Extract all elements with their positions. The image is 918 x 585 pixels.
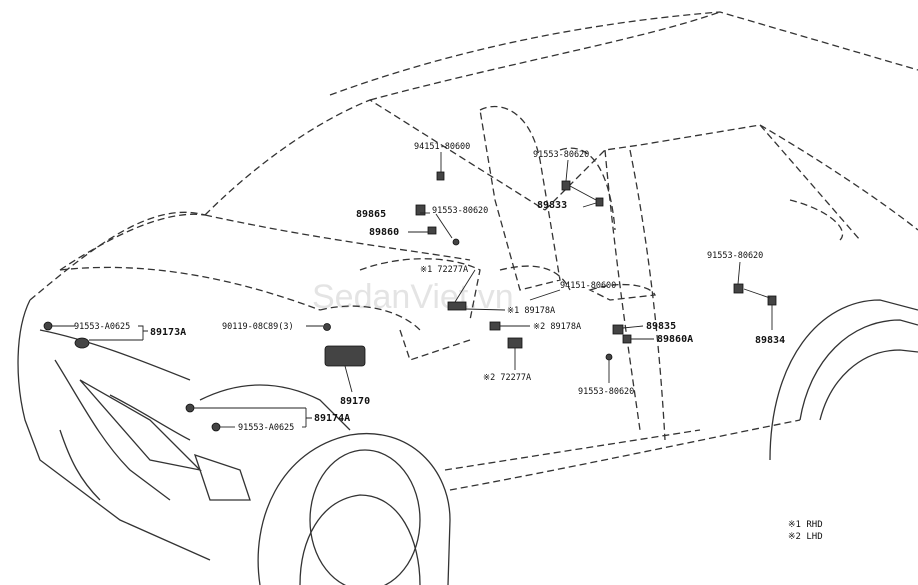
bolt-91553-right-part (733, 283, 744, 294)
callout-89178A-rhd: ※1 89178A (507, 306, 555, 316)
sensor-89865-part (415, 204, 426, 216)
leader-lines (52, 152, 773, 428)
callout-94151-80600-mid: 94151-80600 (560, 281, 616, 291)
legend: ※1 RHD ※2 LHD (788, 520, 823, 542)
car-front-fascia (17, 299, 351, 561)
sensor-89860A-part (622, 334, 632, 344)
callout-89174A: 89174A (314, 413, 350, 424)
car-body-outline (29, 11, 918, 491)
sensor-89178A-2-part (489, 321, 501, 331)
airbag-ecu-89170-part (324, 345, 366, 367)
harness-72277A-2-part (507, 337, 523, 349)
callout-72277A-lhd: ※2 72277A (483, 373, 531, 383)
callout-94151-80600-top: 94151-80600 (414, 142, 470, 152)
sensor-89173A-part (74, 337, 90, 349)
callout-90119-08C89: 90119-08C89(3) (222, 322, 294, 332)
callout-89833: 89833 (537, 200, 567, 211)
callout-89178A-lhd: ※2 89178A (533, 322, 581, 332)
callout-91553-A0625-top: 91553-A0625 (74, 322, 130, 332)
callout-89173A: 89173A (150, 327, 186, 338)
callout-89860A: 89860A (657, 334, 693, 345)
legend-lhd: ※2 LHD (788, 532, 823, 542)
bolt-90119-part (323, 323, 331, 331)
sensor-89835-part (612, 324, 624, 335)
callout-91553-80620-right: 91553-80620 (707, 251, 763, 261)
watermark-text: SedanViet.vn (312, 278, 514, 316)
front-wheel (257, 433, 451, 585)
callout-89835: 89835 (646, 321, 676, 332)
sensor-89860-part (427, 226, 437, 235)
rear-wheel (769, 299, 918, 461)
bolt-91553-A0625-bot-part (211, 422, 221, 432)
bolt-91553-top-part (561, 180, 571, 191)
callout-89170: 89170 (340, 396, 370, 407)
callout-89834: 89834 (755, 335, 785, 346)
callout-91553-A0625-bottom: 91553-A0625 (238, 423, 294, 433)
callout-91553-80620-bottom: 91553-80620 (578, 387, 634, 397)
callout-labels: 94151-80600 91553-80620 89865 91553-8062… (74, 142, 785, 433)
callout-89865: 89865 (356, 209, 386, 220)
bolt-91553-bottom-part (605, 353, 613, 361)
sensor-89174A-part (185, 403, 195, 413)
nut-94151-top-part (436, 171, 445, 181)
callout-91553-80620-mid: 91553-80620 (432, 206, 488, 216)
legend-rhd: ※1 RHD (788, 520, 823, 530)
sensor-89833-part (595, 197, 604, 207)
sensor-89178A-1-part (447, 301, 467, 311)
callout-91553-80620-top: 91553-80620 (533, 150, 589, 160)
bolt-91553-A0625-top-part (43, 321, 53, 331)
callout-89860: 89860 (369, 227, 399, 238)
part-markers (43, 171, 777, 432)
bolt-91553-mid-part (452, 238, 460, 246)
callout-72277A-rhd: ※1 72277A (420, 265, 468, 275)
